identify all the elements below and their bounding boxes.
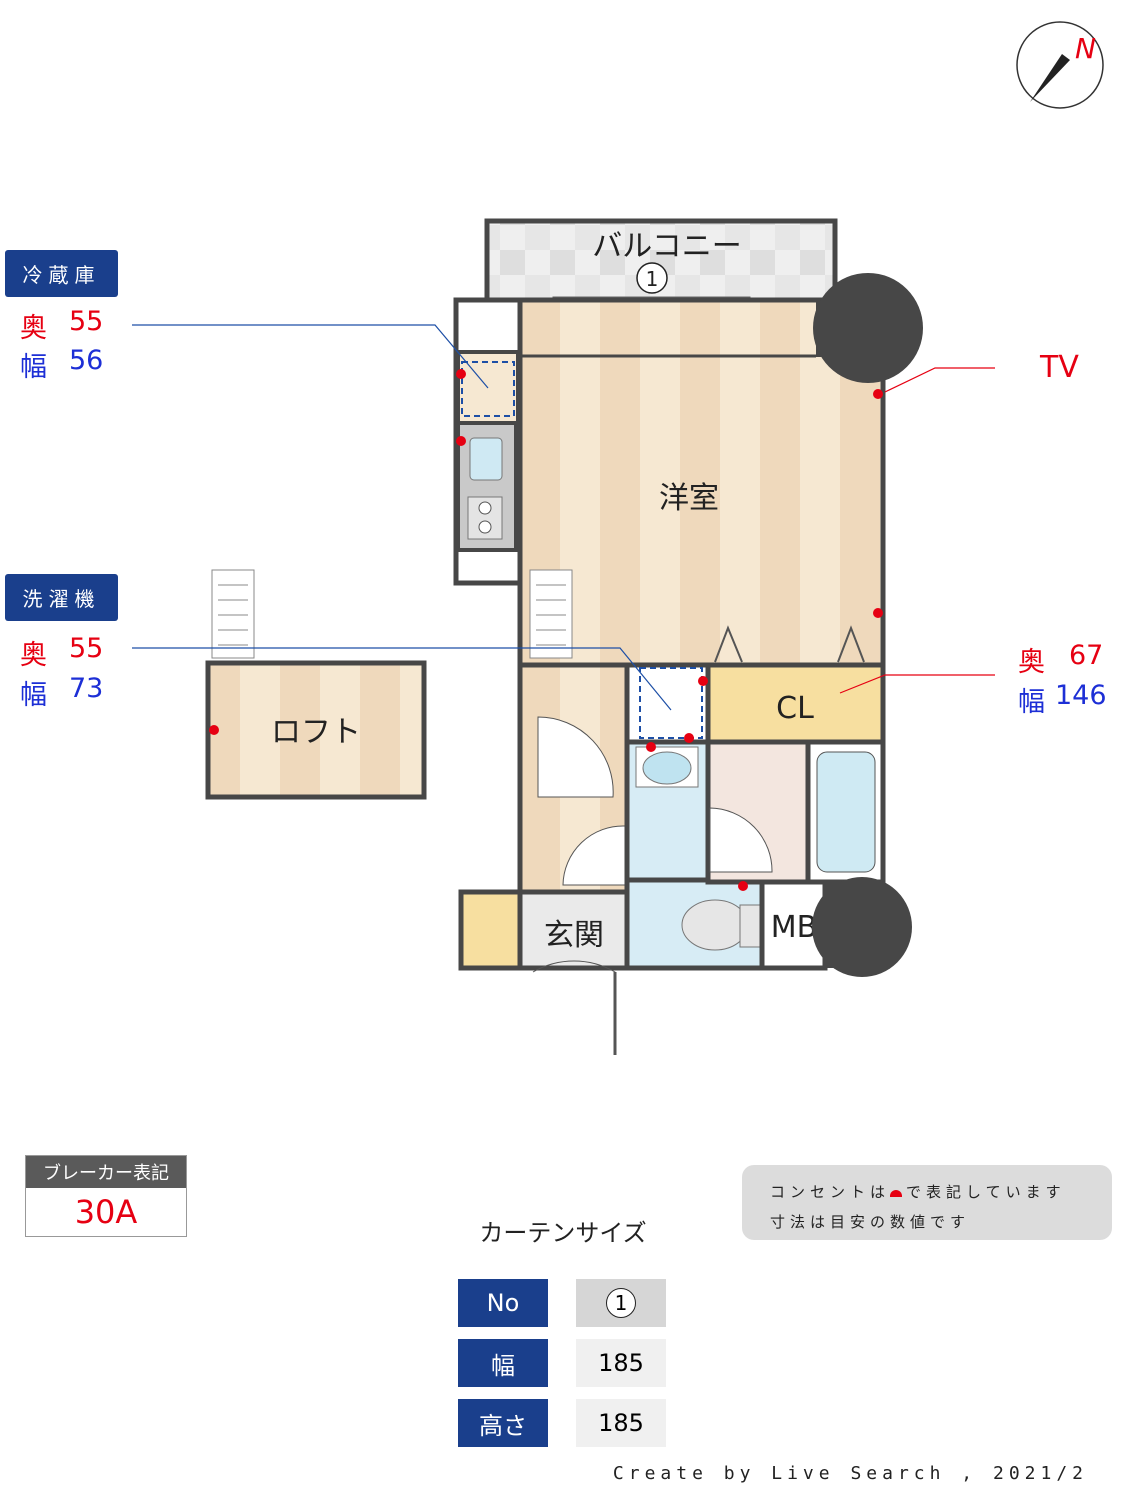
breaker-title: ブレーカー表記 xyxy=(26,1156,186,1188)
notes-box: コンセントはで表記しています 寸法は目安の数値です xyxy=(742,1165,1112,1240)
svg-text:N: N xyxy=(1075,32,1096,65)
tv-label: TV xyxy=(1040,350,1079,385)
bathtub-icon xyxy=(816,751,876,873)
table-row: 高さ 185 xyxy=(458,1399,666,1447)
curtain-table: No 1 幅 185 高さ 185 xyxy=(458,1279,666,1447)
fridge-space xyxy=(461,361,515,417)
table-row: 幅 185 xyxy=(458,1339,666,1387)
sink-icon xyxy=(469,437,503,481)
toilet-icon xyxy=(681,899,749,951)
svg-text:MB: MB xyxy=(771,910,817,945)
curtain-title: カーテンサイズ xyxy=(479,1219,647,1247)
washer-badge: 洗濯機 xyxy=(5,574,118,621)
western-room-label: 洋室 xyxy=(659,481,719,516)
outlet-markers xyxy=(209,369,883,891)
breaker-value: 30A xyxy=(74,1193,138,1231)
shoe-box xyxy=(458,889,523,971)
pillar xyxy=(813,273,923,383)
washer-space xyxy=(639,667,703,739)
svg-text:玄関: 玄関 xyxy=(544,918,604,953)
compass-icon: N xyxy=(1016,21,1104,109)
balcony-label: バルコニー xyxy=(592,229,741,264)
fridge-badge: 冷蔵庫 xyxy=(5,250,118,297)
window-number-marker xyxy=(636,262,668,294)
ladder-icon xyxy=(211,569,573,659)
entrance xyxy=(517,889,630,971)
loft xyxy=(205,660,427,800)
table-row: No 1 xyxy=(458,1279,666,1327)
breaker-box: ブレーカー表記 30A xyxy=(25,1155,187,1237)
svg-text:CL: CL xyxy=(776,691,814,726)
entrance-door xyxy=(532,960,616,1055)
western-room xyxy=(517,297,886,668)
door-swing xyxy=(537,716,614,798)
svg-text:1: 1 xyxy=(646,267,659,291)
svg-text:ロフト: ロフト xyxy=(271,715,361,750)
outlet-icon xyxy=(890,1190,903,1197)
credit: Create by Live Search , 2021/2 xyxy=(612,1463,1088,1484)
